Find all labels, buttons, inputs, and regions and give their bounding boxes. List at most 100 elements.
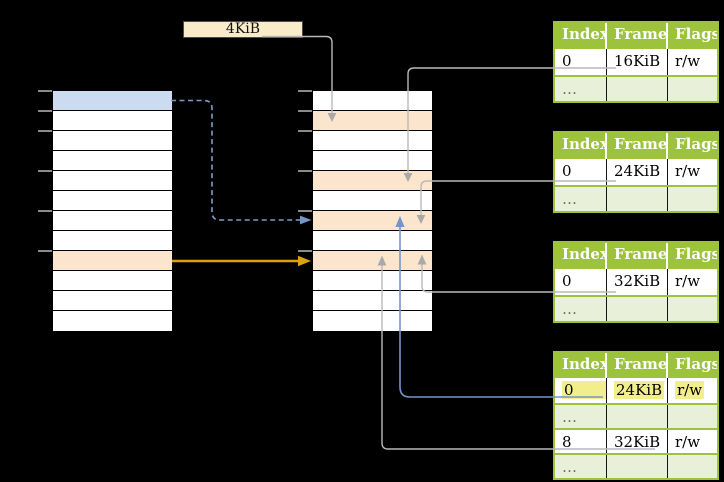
- memory-cell: [53, 291, 172, 311]
- table-header-row: Index Frame Flags: [555, 353, 717, 378]
- memory-cell-mapped-orange: [53, 251, 172, 271]
- table-cell: [607, 455, 668, 478]
- memory-cell: [53, 151, 172, 171]
- page-table-3: Index Frame Flags 0 32KiB r/w …: [553, 241, 719, 323]
- page-table-2: Index Frame Flags 0 24KiB r/w …: [553, 131, 719, 213]
- column-header: Index: [555, 353, 607, 378]
- arrowhead-right-icon: [300, 215, 312, 225]
- memory-cell: [313, 151, 432, 171]
- tick-mark: [38, 170, 52, 172]
- column-header: Frame: [607, 23, 668, 49]
- table-row-ellipsis: …: [555, 75, 717, 101]
- memory-cell: [313, 91, 432, 111]
- page-size-label: 4KiB: [225, 21, 261, 37]
- table-cell: [668, 187, 717, 211]
- tick-mark: [38, 110, 52, 112]
- table-row-highlighted: 0 24KiB r/w: [555, 378, 717, 403]
- table-row-ellipsis: …: [555, 185, 717, 211]
- table-cell: …: [555, 455, 607, 478]
- table-row: 8 32KiB r/w: [555, 428, 717, 453]
- column-header: Frame: [607, 133, 668, 159]
- table-cell: …: [555, 187, 607, 211]
- memory-cell: [53, 271, 172, 291]
- table-cell: 0: [555, 269, 607, 295]
- memory-cell: [53, 311, 172, 331]
- tick-mark: [298, 90, 312, 92]
- memory-cell: [53, 171, 172, 191]
- column-header: Index: [555, 243, 607, 269]
- table-cell: 0: [555, 159, 607, 185]
- memory-cell: [313, 191, 432, 211]
- table-cell: [668, 297, 717, 321]
- arrow-virtual-blue-to-frame: [171, 99, 300, 221]
- table-row: 0 24KiB r/w: [555, 159, 717, 185]
- tick-mark: [38, 210, 52, 212]
- memory-cell: [313, 131, 432, 151]
- table-cell: 24KiB: [607, 159, 668, 185]
- table-cell: 16KiB: [607, 49, 668, 75]
- tick-mark: [298, 250, 312, 252]
- highlighted-value: r/w: [675, 381, 705, 399]
- column-header: Index: [555, 133, 607, 159]
- tick-mark: [38, 130, 52, 132]
- table-cell: [607, 187, 668, 211]
- table-cell: 0: [555, 378, 607, 403]
- table-row-ellipsis: …: [555, 403, 717, 428]
- column-header: Flags: [675, 135, 717, 153]
- column-header: Flags: [675, 25, 717, 43]
- physical-memory-column: [312, 90, 433, 332]
- column-header: Frame: [607, 243, 668, 269]
- column-header: Index: [555, 23, 607, 49]
- table-cell: r/w: [675, 433, 701, 451]
- table-cell: [668, 77, 717, 101]
- memory-cell-mapped-blue: [53, 91, 172, 111]
- table-cell: …: [555, 77, 607, 101]
- table-cell: r/w: [675, 272, 701, 290]
- tick-mark: [298, 170, 312, 172]
- memory-cell-frame: [313, 251, 432, 271]
- table-cell: r/w: [675, 162, 701, 180]
- table-header-row: Index Frame Flags: [555, 243, 717, 269]
- tick-mark: [298, 130, 312, 132]
- memory-cell-frame: [313, 111, 432, 131]
- table-cell: 24KiB: [607, 378, 668, 403]
- memory-cell: [313, 291, 432, 311]
- arrowhead-right-icon: [298, 255, 311, 267]
- table-row-ellipsis: …: [555, 295, 717, 321]
- table-cell: r/w: [668, 378, 717, 403]
- table-cell: r/w: [675, 52, 701, 70]
- virtual-memory-column: [52, 90, 173, 332]
- highlighted-value: 0: [562, 381, 606, 399]
- memory-cell: [53, 211, 172, 231]
- memory-cell: [53, 191, 172, 211]
- column-header: Flags: [675, 245, 717, 263]
- page-size-label-box: 4KiB: [183, 21, 303, 38]
- page-table-4: Index Frame Flags 0 24KiB r/w … 8 32KiB …: [553, 351, 719, 480]
- table-header-row: Index Frame Flags: [555, 23, 717, 49]
- page-table-1: Index Frame Flags 0 16KiB r/w …: [553, 21, 719, 103]
- table-cell: 32KiB: [607, 430, 668, 453]
- column-header: Frame: [607, 353, 668, 378]
- table-row-ellipsis: …: [555, 453, 717, 478]
- table-cell: [607, 297, 668, 321]
- tick-mark: [38, 250, 52, 252]
- memory-cell: [313, 231, 432, 251]
- memory-cell: [313, 311, 432, 331]
- memory-cell: [53, 111, 172, 131]
- tick-mark: [298, 110, 312, 112]
- tick-mark: [298, 210, 312, 212]
- table-row: 0 32KiB r/w: [555, 269, 717, 295]
- table-cell: [668, 405, 717, 428]
- table-cell: 8: [555, 430, 607, 453]
- table-row: 0 16KiB r/w: [555, 49, 717, 75]
- table-cell: …: [555, 297, 607, 321]
- column-header: Flags: [675, 355, 717, 373]
- highlighted-value: 24KiB: [614, 381, 665, 399]
- memory-cell: [313, 271, 432, 291]
- memory-cell: [53, 131, 172, 151]
- table-cell: [607, 405, 668, 428]
- table-cell: [668, 455, 717, 478]
- table-cell: [607, 77, 668, 101]
- tick-mark: [38, 90, 52, 92]
